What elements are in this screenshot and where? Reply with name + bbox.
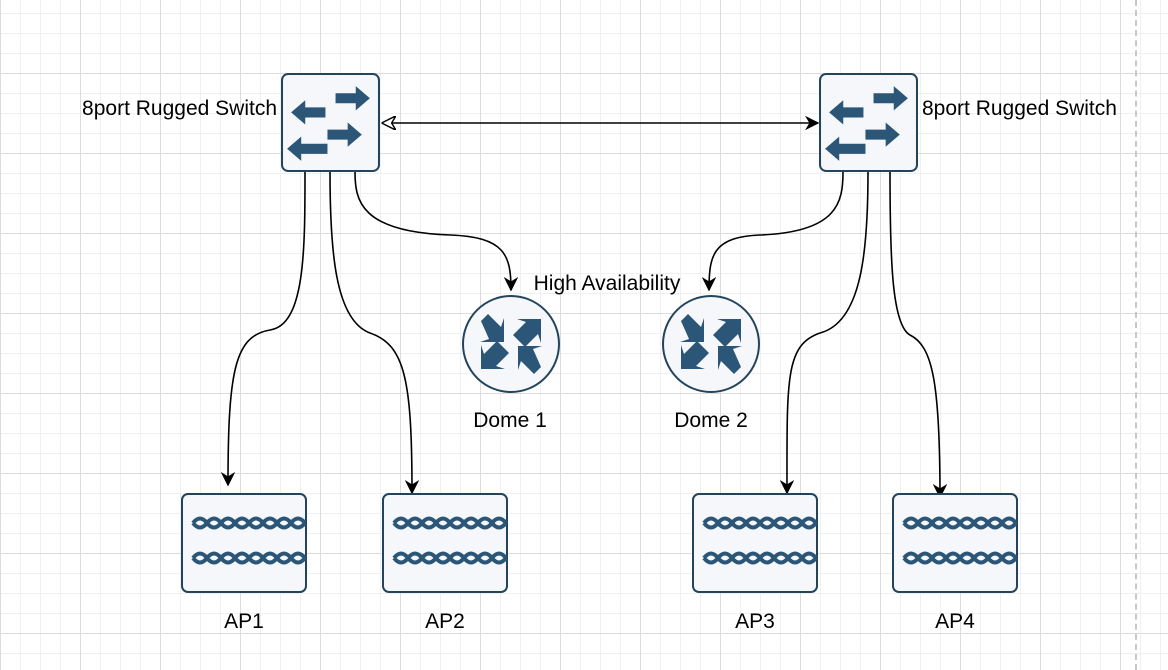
ap3-label: AP3 [735, 610, 775, 633]
node-ap2[interactable]: AP2 [382, 493, 508, 633]
node-switch-left[interactable]: 8port Rugged Switch [82, 73, 380, 172]
patch-panel-icon [692, 493, 818, 593]
edge-left-switch-to-dome1 [354, 171, 519, 292]
switch-icon [819, 73, 918, 172]
switch-right-label: 8port Rugged Switch [922, 97, 1117, 120]
ap2-label: AP2 [425, 610, 465, 633]
switch-icon [281, 73, 380, 172]
node-switch-right[interactable]: 8port Rugged Switch [819, 73, 1117, 172]
router-icon [662, 295, 760, 393]
patch-panel-icon [181, 493, 307, 593]
high-availability-label: High Availability [534, 272, 681, 295]
node-dome2[interactable]: Dome 2 [662, 295, 760, 432]
ap1-label: AP1 [224, 610, 264, 633]
edge-right-switch-to-ap4 [889, 171, 948, 499]
edge-left-switch-to-ap1 [220, 171, 306, 487]
ap4-label: AP4 [935, 610, 975, 633]
edge-left-switch-to-ap2 [329, 171, 420, 495]
page-boundary-line [1135, 0, 1137, 670]
edge-right-switch-to-ap3 [779, 171, 869, 495]
patch-panel-icon [892, 493, 1018, 593]
dome1-label: Dome 1 [473, 409, 547, 432]
edge-right-switch-to-dome2 [701, 171, 844, 292]
node-dome1[interactable]: Dome 1 [462, 295, 560, 432]
node-ap1[interactable]: AP1 [181, 493, 307, 633]
dome2-label: Dome 2 [674, 409, 748, 432]
node-ap3[interactable]: AP3 [692, 493, 818, 633]
node-ap4[interactable]: AP4 [892, 493, 1018, 633]
patch-panel-icon [382, 493, 508, 593]
switch-left-label: 8port Rugged Switch [82, 97, 277, 120]
router-icon [462, 295, 560, 393]
